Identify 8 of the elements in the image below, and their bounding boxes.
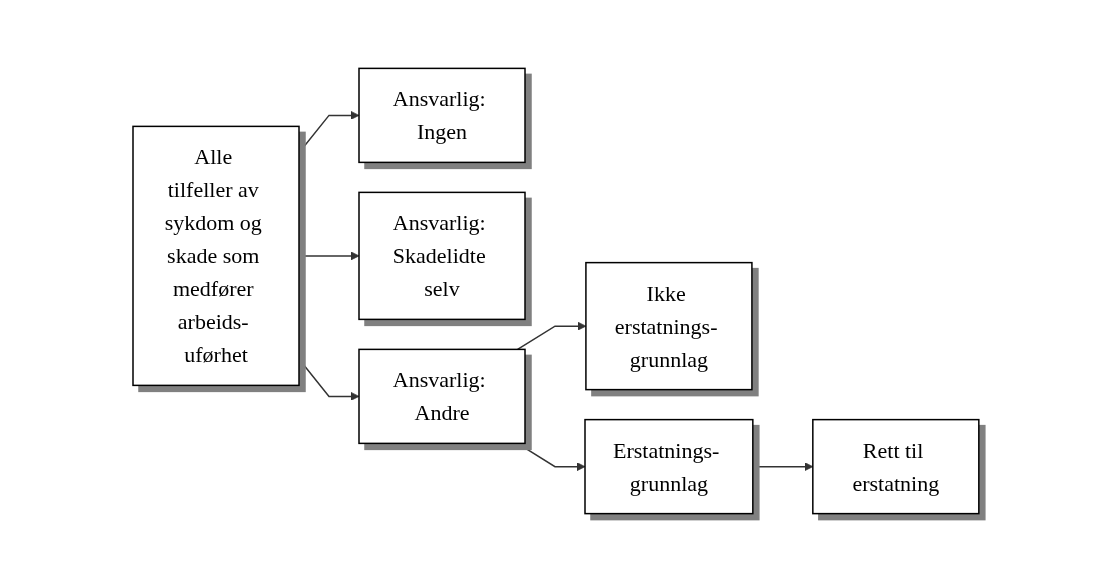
node-box: Alle tilfeller av sykdom og skade som medfører arbeids- uførhet <box>131 125 300 386</box>
arrow <box>516 442 585 471</box>
node-box: Ansvarlig: Skadelidte selv <box>357 191 526 320</box>
node-box: Rett til erstatning <box>811 418 980 514</box>
node-box: Erstatnings- grunnlag <box>583 418 754 514</box>
node-box: Ikke erstatnings- grunnlag <box>584 261 753 390</box>
node-box: Ansvarlig: Andre <box>357 348 526 444</box>
node-box: Ansvarlig: Ingen <box>357 67 526 163</box>
